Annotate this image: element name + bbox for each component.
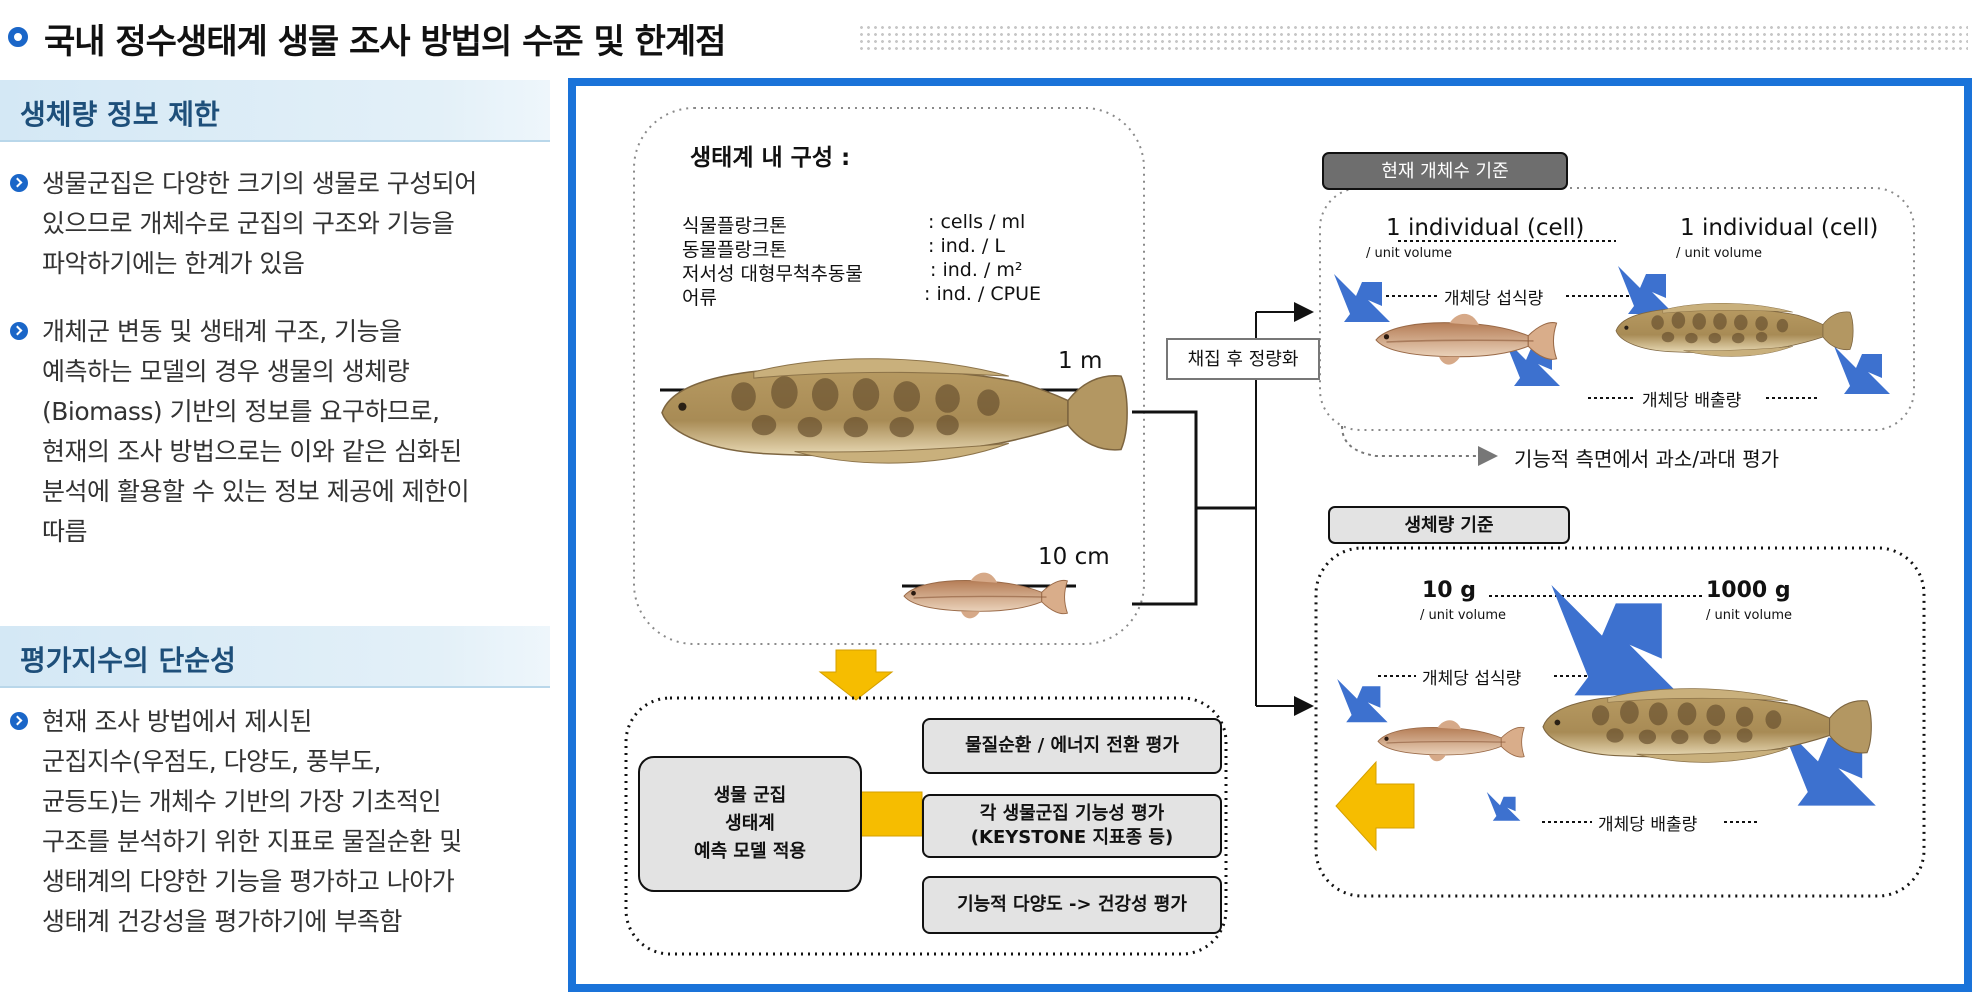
biomass-excretion-label: 개체당 배출량 (1598, 815, 1698, 835)
bullet-line: 현재 조사 방법에서 제시된 (42, 707, 312, 736)
quantify-label: 채집 후 정량화 (1166, 338, 1320, 380)
count-right-value: 1 individual (cell) (1680, 215, 1879, 241)
left-panel: 생체량 정보 제한 생물군집은 다양한 크기의 생물로 구성되어 있으므로 개체… (0, 72, 550, 995)
composition-name: 저서성 대형무척추동물 (682, 263, 863, 285)
biomass-basis-tag: 생체량 기준 (1328, 506, 1570, 544)
bullet-line: 균등도)는 개체수 기반의 가장 기초적인 (42, 787, 442, 816)
dotted-divider (858, 24, 1968, 50)
bullet-line: 생태계의 다양한 기능을 평가하고 나아가 (42, 867, 455, 896)
evaluation-text: 기능적 다양도 -> 건강성 평가 (957, 894, 1187, 915)
model-text: 생태계 (725, 813, 775, 834)
bullet-item: 생물군집은 다양한 크기의 생물로 구성되어 있으므로 개체수로 군집의 구조와… (10, 164, 550, 284)
bullet-line: 예측하는 모델의 경우 생물의 생체량 (42, 357, 410, 386)
biomass-intake-label: 개체당 섭식량 (1422, 669, 1522, 689)
evaluation-text: 물질순환 / 에너지 전환 평가 (965, 735, 1179, 756)
bullet-line: 생물군집은 다양한 크기의 생물로 구성되어 (42, 169, 477, 198)
composition-name: 식물플랑크톤 (682, 215, 787, 237)
section-heading-text: 평가지수의 단순성 (20, 644, 236, 677)
biomass-left-value: 10 g (1422, 578, 1477, 603)
model-text: 생물 군집 (713, 785, 787, 806)
evaluation-note: 기능적 측면에서 과소/과대 평가 (1514, 447, 1780, 471)
prediction-model-box: 생물 군집 생태계 예측 모델 적용 (638, 756, 862, 892)
composition-unit: : ind. / L (928, 235, 1005, 257)
evaluation-box-cycle: 물질순환 / 에너지 전환 평가 (922, 718, 1222, 774)
biomass-right-unit: / unit volume (1706, 608, 1792, 623)
count-excretion-label: 개체당 배출량 (1642, 391, 1742, 411)
chevron-bullet-icon (10, 712, 28, 730)
section-heading-index: 평가지수의 단순성 (0, 626, 550, 688)
bullet-line: 현재의 조사 방법으로는 이와 같은 심화된 (42, 437, 462, 466)
model-text: 예측 모델 적용 (694, 841, 806, 862)
composition-name: 어류 (682, 287, 717, 309)
composition-unit: : ind. / CPUE (924, 283, 1041, 305)
evaluation-box-function: 각 생물군집 기능성 평가 (KEYSTONE 지표종 등) (922, 794, 1222, 858)
bullet-line: 생태계 건강성을 평가하기에 부족함 (42, 907, 402, 936)
composition-name: 동물플랑크톤 (682, 239, 787, 261)
evaluation-text: 각 생물군집 기능성 평가 (979, 803, 1165, 824)
circle-bullet-icon (8, 27, 28, 47)
bullet-line: 군집지수(우점도, 다양도, 풍부도, (42, 747, 382, 776)
size-label-10cm: 10 cm (1038, 544, 1110, 570)
bullet-item: 개체군 변동 및 생태계 구조, 기능을 예측하는 모델의 경우 생물의 생체량… (10, 312, 550, 552)
count-right-unit: / unit volume (1676, 246, 1762, 261)
count-intake-label: 개체당 섭식량 (1444, 289, 1544, 309)
bullet-line: 구조를 분석하기 위한 지표로 물질순환 및 (42, 827, 462, 856)
chevron-bullet-icon (10, 322, 28, 340)
page-title: 국내 정수생태계 생물 조사 방법의 수준 및 한계점 (44, 22, 726, 62)
bullet-line: 개체군 변동 및 생태계 구조, 기능을 (42, 317, 402, 346)
section-heading-biomass: 생체량 정보 제한 (0, 80, 550, 142)
count-left-value: 1 individual (cell) (1386, 215, 1585, 241)
bullet-line: (Biomass) 기반의 정보를 요구하므로, (42, 397, 440, 426)
count-left-unit: / unit volume (1366, 246, 1452, 261)
evaluation-text: (KEYSTONE 지표종 등) (970, 827, 1174, 848)
chevron-bullet-icon (10, 174, 28, 192)
count-basis-tag: 현재 개체수 기준 (1322, 152, 1568, 190)
section-heading-text: 생체량 정보 제한 (20, 98, 220, 131)
bullet-line: 분석에 활용할 수 있는 정보 제공에 제한이 (42, 477, 470, 506)
composition-unit: : cells / ml (928, 211, 1026, 233)
composition-title: 생태계 내 구성 : (690, 145, 851, 171)
bullet-line: 있으므로 개체수로 군집의 구조와 기능을 (42, 209, 455, 238)
evaluation-box-diversity: 기능적 다양도 -> 건강성 평가 (922, 876, 1222, 934)
size-label-1m: 1 m (1058, 348, 1103, 374)
biomass-left-unit: / unit volume (1420, 608, 1506, 623)
bullet-line: 따름 (42, 517, 88, 546)
diagram-frame: 생태계 내 구성 : 식물플랑크톤 : cells / ml 동물플랑크톤 : … (568, 78, 1972, 992)
bullet-item: 현재 조사 방법에서 제시된 군집지수(우점도, 다양도, 풍부도, 균등도)는… (10, 702, 550, 942)
page-header: 국내 정수생태계 생물 조사 방법의 수준 및 한계점 (0, 0, 1976, 70)
biomass-right-value: 1000 g (1706, 578, 1791, 603)
composition-unit: : ind. / m² (930, 259, 1023, 281)
bullet-line: 파악하기에는 한계가 있음 (42, 249, 305, 278)
